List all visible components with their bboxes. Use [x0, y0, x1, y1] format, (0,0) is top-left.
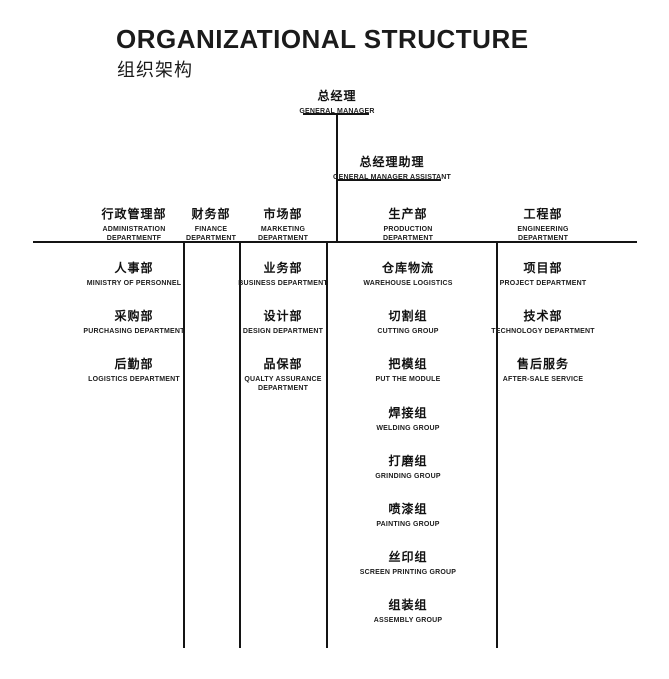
node-label-zh: 后勤部 [114, 357, 154, 371]
org-node-grinding-group: 打磨组 GRINDING GROUP [323, 455, 493, 481]
org-node-production-department: 生产部 PRODUCTION DEPARTMENT [323, 208, 493, 243]
node-label-zh: 仓库物流 [381, 261, 434, 275]
org-node-project: 项目部 PROJECT DEPARTMENT [458, 262, 628, 288]
node-label-zh: 生产部 [388, 207, 428, 221]
org-node-module-group: 把模组 PUT THE MODULE [323, 358, 493, 384]
org-node-marketing-department: 市场部 MARKETING DEPARTMENT [198, 208, 368, 243]
node-label-en: FINANCE DEPARTMENT [185, 226, 237, 242]
node-label-en: ADMINISTRATION DEPARTMENTF [102, 226, 166, 242]
node-label-zh: 丝印组 [388, 550, 428, 564]
node-label-en: SCREEN PRINTING GROUP [359, 569, 457, 576]
node-label-en: QUALTY ASSURANCE DEPARTMENT [244, 376, 322, 392]
org-node-general-manager: 总经理 GENERAL MANAGER [252, 90, 422, 116]
node-label-zh: 行政管理部 [101, 207, 167, 221]
node-label-en: WAREHOUSE LOGISTICS [363, 280, 453, 287]
node-label-zh: 品保部 [263, 357, 303, 371]
node-label-en: GENERAL MANAGER ASSISTANT [332, 174, 452, 181]
node-label-en: PAINTING GROUP [376, 521, 440, 528]
node-label-zh: 市场部 [263, 207, 303, 221]
assistant-underline [337, 179, 441, 181]
column-divider-4 [496, 243, 498, 648]
node-label-en: PURCHASING DEPARTMENT [83, 328, 185, 335]
node-label-zh: 总经理 [317, 89, 357, 103]
node-label-zh: 工程部 [523, 207, 563, 221]
node-label-en: ASSEMBLY GROUP [373, 617, 443, 624]
org-node-business: 业务部 BUSINESS DEPARTMENT [198, 262, 368, 288]
org-node-screen-printing-group: 丝印组 SCREEN PRINTING GROUP [323, 551, 493, 577]
node-label-en: CUTTING GROUP [377, 328, 439, 335]
node-label-zh: 喷漆组 [388, 502, 428, 516]
column-divider-1 [183, 243, 185, 648]
node-label-en: TECHNOLOGY DEPARTMENT [491, 328, 595, 335]
node-label-en: BUSINESS DEPARTMENT [238, 280, 328, 287]
node-label-zh: 售后服务 [516, 357, 569, 371]
node-label-en: AFTER-SALE SERVICE [502, 376, 584, 383]
org-node-after-sale-service: 售后服务 AFTER-SALE SERVICE [458, 358, 628, 384]
node-label-zh: 切割组 [388, 309, 428, 323]
node-label-en: GRINDING GROUP [375, 473, 441, 480]
org-node-logistics: 后勤部 LOGISTICS DEPARTMENT [49, 358, 219, 384]
org-node-welding-group: 焊接组 WELDING GROUP [323, 407, 493, 433]
page-subtitle: 组织架构 [117, 60, 193, 80]
node-label-zh: 把模组 [388, 357, 428, 371]
column-divider-3 [326, 243, 328, 648]
node-label-en: MINISTRY OF PERSONNEL [86, 280, 182, 287]
node-label-zh: 组装组 [388, 598, 428, 612]
node-label-zh: 总经理助理 [359, 155, 425, 169]
org-node-quality-assurance: 品保部 QUALTY ASSURANCE DEPARTMENT [198, 358, 368, 393]
org-node-painting-group: 喷漆组 PAINTING GROUP [323, 503, 493, 529]
node-label-zh: 项目部 [523, 261, 563, 275]
page-title: ORGANIZATIONAL STRUCTURE [116, 24, 529, 54]
org-node-technology: 技术部 TECHNOLOGY DEPARTMENT [458, 310, 628, 336]
node-label-zh: 人事部 [114, 261, 154, 275]
node-label-zh: 技术部 [523, 309, 563, 323]
node-label-en: PROJECT DEPARTMENT [499, 280, 587, 287]
org-node-finance-department: 财务部 FINANCE DEPARTMENT [126, 208, 296, 243]
node-label-zh: 设计部 [263, 309, 303, 323]
org-node-design: 设计部 DESIGN DEPARTMENT [198, 310, 368, 336]
column-divider-2 [239, 243, 241, 648]
node-label-zh: 财务部 [191, 207, 231, 221]
node-label-en: GENERAL MANAGER [299, 108, 375, 115]
node-label-en: PUT THE MODULE [375, 376, 441, 383]
node-label-en: DESIGN DEPARTMENT [242, 328, 324, 335]
org-node-engineering-department: 工程部 ENGINEERING DEPARTMENT [458, 208, 628, 243]
department-row-line [33, 241, 637, 243]
node-label-en: PRODUCTION DEPARTMENT [382, 226, 434, 242]
org-node-personnel: 人事部 MINISTRY OF PERSONNEL [49, 262, 219, 288]
node-label-en: ENGINEERING DEPARTMENT [517, 226, 569, 242]
org-node-general-manager-assistant: 总经理助理 GENERAL MANAGER ASSISTANT [307, 156, 477, 182]
node-label-en: WELDING GROUP [376, 425, 440, 432]
org-node-warehouse-logistics: 仓库物流 WAREHOUSE LOGISTICS [323, 262, 493, 288]
org-node-administration-department: 行政管理部 ADMINISTRATION DEPARTMENTF [49, 208, 219, 243]
node-label-zh: 采购部 [114, 309, 154, 323]
node-label-zh: 业务部 [263, 261, 303, 275]
org-node-assembly-group: 组装组 ASSEMBLY GROUP [323, 599, 493, 625]
gm-drop-line [336, 113, 338, 243]
node-label-en: MARKETING DEPARTMENT [257, 226, 309, 242]
org-node-purchasing: 采购部 PURCHASING DEPARTMENT [49, 310, 219, 336]
node-label-zh: 打磨组 [388, 454, 428, 468]
node-label-en: LOGISTICS DEPARTMENT [88, 376, 180, 383]
node-label-zh: 焊接组 [388, 406, 428, 420]
org-node-cutting-group: 切割组 CUTTING GROUP [323, 310, 493, 336]
